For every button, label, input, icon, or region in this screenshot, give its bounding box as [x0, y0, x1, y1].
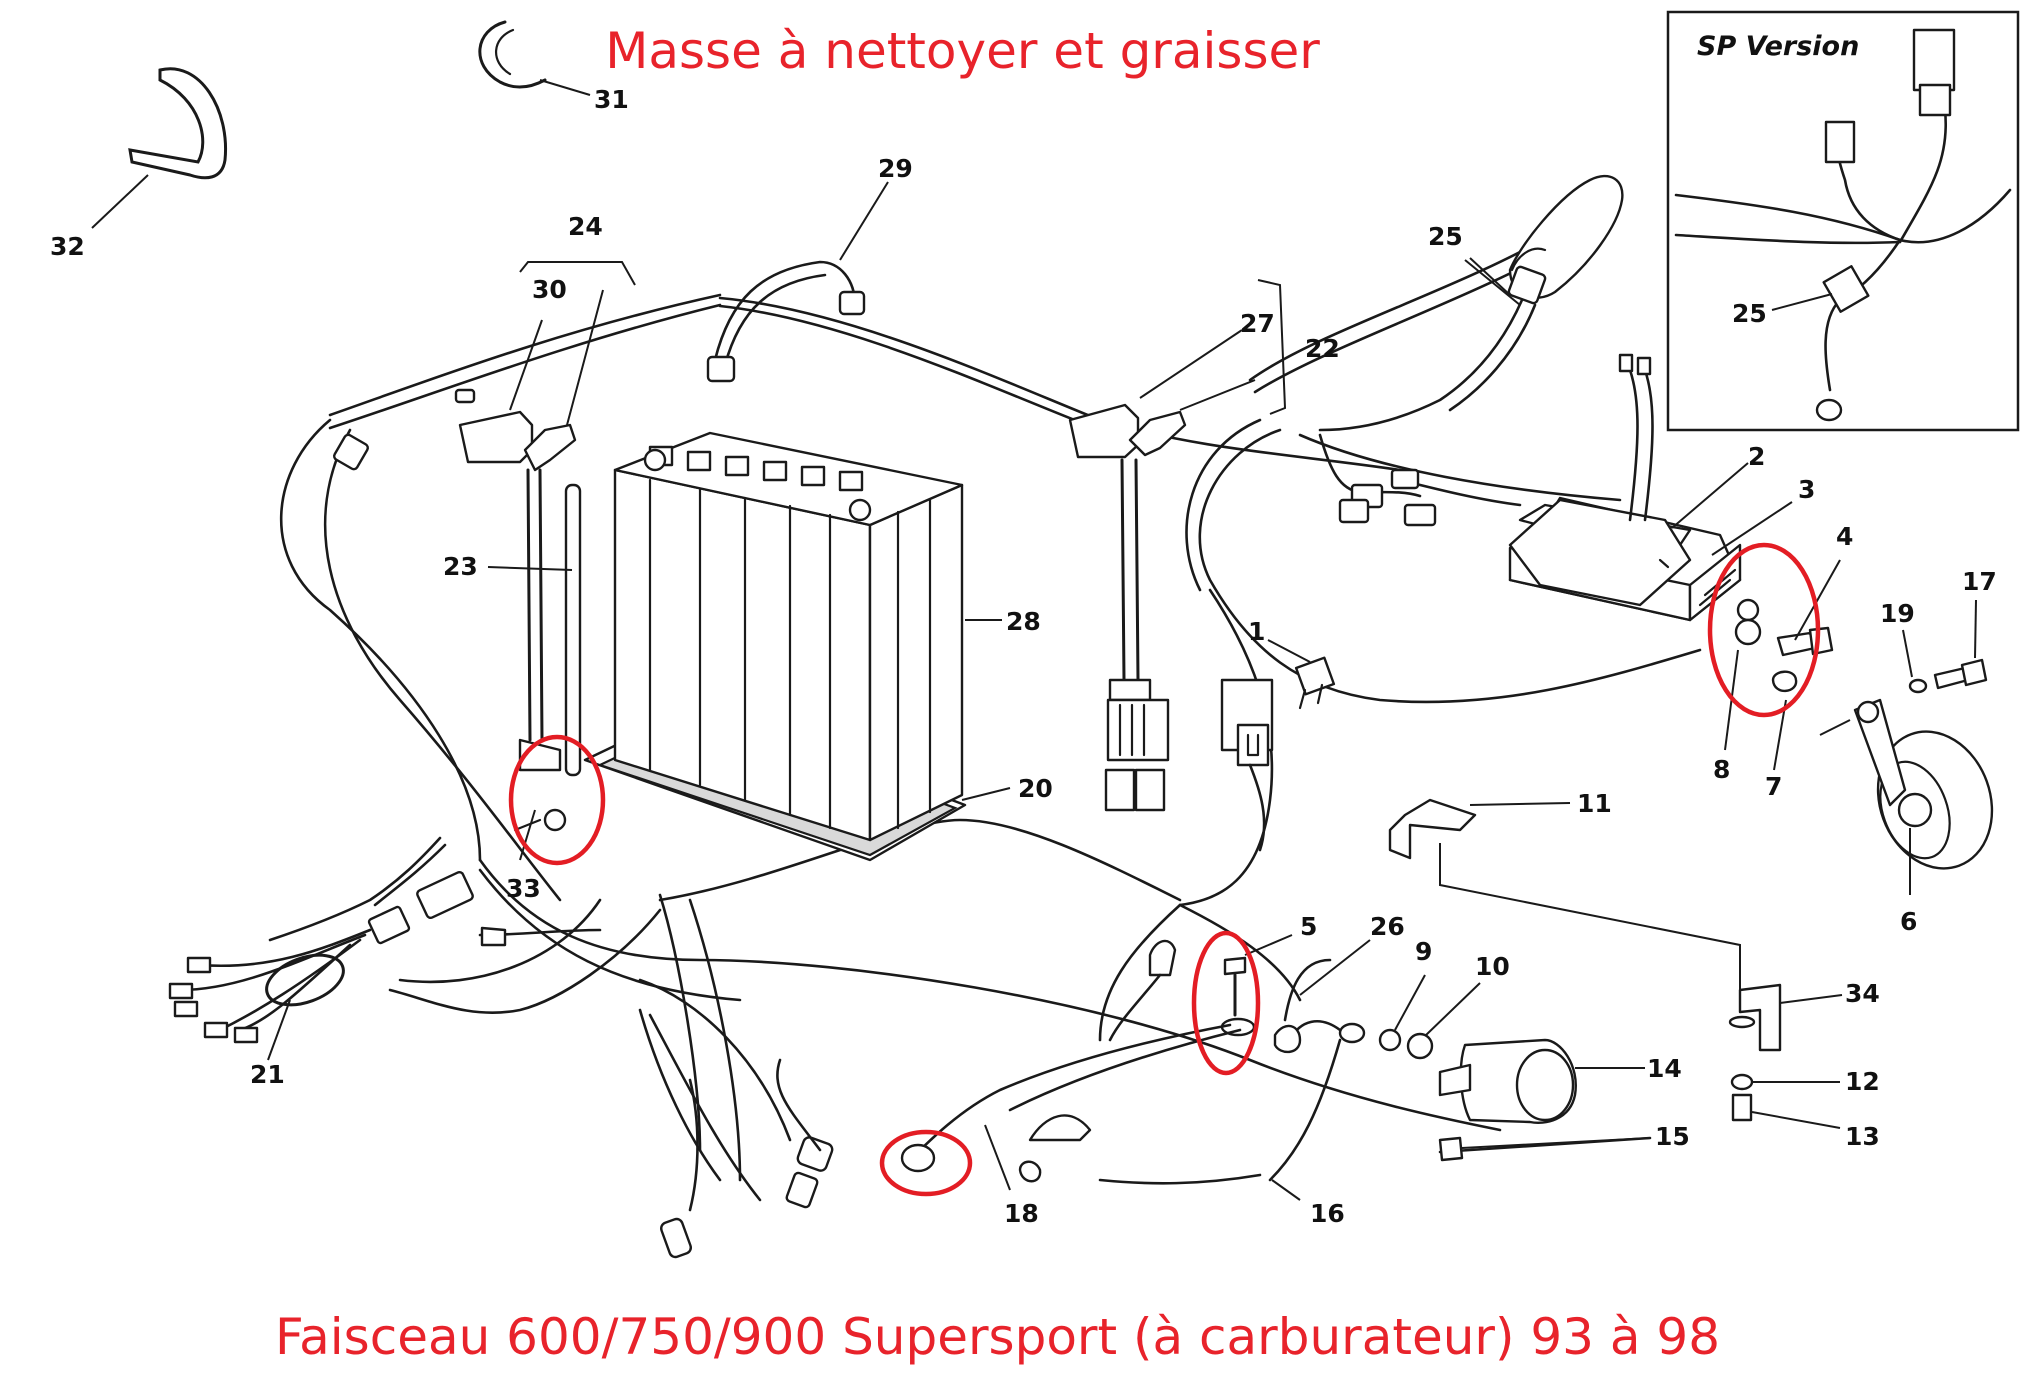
callout-21: 21 — [250, 1060, 285, 1089]
ground-highlight-center — [1191, 930, 1261, 1076]
callout-1: 1 — [1248, 617, 1265, 646]
inset-label: SP Version — [1697, 31, 1859, 62]
callout-11: 11 — [1577, 789, 1612, 818]
callout-24: 24 — [568, 212, 603, 241]
callout-22: 22 — [1305, 334, 1340, 363]
connector-21 — [168, 836, 602, 1061]
callout-17: 17 — [1962, 567, 1997, 596]
callout-25: 25 — [1428, 222, 1463, 251]
callout-18: 18 — [1004, 1199, 1039, 1228]
callout-4: 4 — [1836, 522, 1853, 551]
switch-25 — [1318, 174, 1624, 527]
callout-13: 13 — [1845, 1122, 1880, 1151]
callout-9: 9 — [1415, 937, 1432, 966]
terminal-30 — [458, 261, 636, 742]
callout-16: 16 — [1310, 1199, 1345, 1228]
sp-version-inset: SP Version 25 — [1666, 10, 2020, 432]
battery-28 — [583, 431, 1011, 862]
fasteners-4-7-8 — [1724, 559, 1841, 771]
fuse-1 — [1220, 639, 1336, 852]
callout-29: 29 — [878, 154, 913, 183]
callout-28: 28 — [1006, 607, 1041, 636]
callout-27: 27 — [1240, 309, 1275, 338]
callout-14: 14 — [1647, 1054, 1682, 1083]
wire-29 — [706, 181, 889, 383]
top-caption: Masse à nettoyer et graisser — [605, 22, 1320, 80]
callout-23: 23 — [443, 552, 478, 581]
callout-30: 30 — [532, 275, 567, 304]
callout-6: 6 — [1900, 907, 1917, 936]
ground-highlight-regulator — [1707, 542, 1821, 718]
inset-callout-25: 25 — [1732, 299, 1767, 328]
ground-highlight-left — [508, 734, 606, 866]
earth-lead — [900, 934, 1371, 1201]
callout-10: 10 — [1475, 952, 1510, 981]
horn-6 — [1819, 599, 1994, 895]
callout-numbers: 1 2 3 4 5 6 7 8 9 10 11 12 13 14 15 16 1… — [50, 85, 1997, 1228]
ground-highlight-eyelet — [879, 1129, 973, 1197]
clip-31 — [478, 20, 591, 96]
callout-3: 3 — [1798, 475, 1815, 504]
callout-26: 26 — [1370, 912, 1405, 941]
bracket-34 — [1728, 983, 1843, 1129]
callout-19: 19 — [1880, 599, 1915, 628]
callout-2: 2 — [1748, 442, 1765, 471]
callout-32: 32 — [50, 232, 85, 261]
callout-20: 20 — [1018, 774, 1053, 803]
regulator-2 — [1508, 353, 1793, 622]
callout-34: 34 — [1845, 979, 1880, 1008]
terminal-27 — [1068, 279, 1287, 812]
harness-ends — [333, 388, 834, 1259]
callout-7: 7 — [1765, 772, 1782, 801]
switch-14 — [1268, 974, 1652, 1182]
ground-highlights — [508, 542, 1821, 1197]
callout-33: 33 — [506, 874, 541, 903]
clip-32 — [91, 67, 228, 229]
callout-8: 8 — [1713, 755, 1730, 784]
callout-31: 31 — [594, 85, 629, 114]
callout-15: 15 — [1655, 1122, 1690, 1151]
callout-12: 12 — [1845, 1067, 1880, 1096]
bracket-11 — [1388, 798, 1741, 1010]
callout-5: 5 — [1300, 912, 1317, 941]
tube-23 — [487, 483, 582, 777]
bottom-caption: Faisceau 600/750/900 Supersport (à carbu… — [274, 1308, 1721, 1366]
